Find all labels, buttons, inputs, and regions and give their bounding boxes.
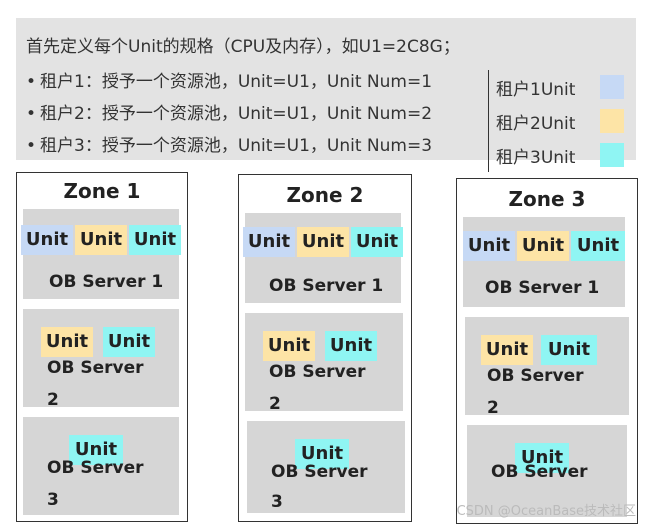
legend-label: 租户3Unit — [496, 147, 576, 168]
server-label-number: 2 — [269, 394, 281, 414]
legend-item-tenant1: 租户1Unit — [494, 70, 634, 104]
server-label: OB Server 1 — [269, 276, 384, 296]
server-label: OB Server — [47, 458, 144, 478]
server-label-number: 3 — [271, 492, 283, 512]
unit-tenant2: Unit — [481, 335, 533, 365]
unit-tenant2: Unit — [517, 231, 569, 261]
bullet-dot: • — [26, 104, 37, 124]
legend-item-tenant3: 租户3Unit — [494, 138, 634, 172]
ob-server-2: Unit Unit OB Server 2 — [23, 309, 179, 410]
tenant-list: •租户1：授予一个资源池，Unit=U1，Unit Num=1 •租户2：授予一… — [26, 66, 432, 162]
unit-tenant3: Unit — [69, 435, 123, 465]
ob-server-1: Unit Unit Unit OB Server 1 — [463, 217, 625, 307]
server-label-number: 2 — [487, 398, 499, 418]
legend-label: 租户2Unit — [496, 113, 576, 134]
zone-title: Zone 1 — [63, 179, 141, 203]
ob-server-3: Unit OB Server — [467, 425, 627, 517]
tenant-bullet-1: •租户1：授予一个资源池，Unit=U1，Unit Num=1 — [26, 66, 432, 98]
tenant-bullet-text: 租户2：授予一个资源池，Unit=U1，Unit Num=2 — [40, 104, 433, 124]
unit-tenant2: Unit — [41, 327, 93, 357]
ob-server-3: Unit OB Server 3 — [23, 417, 179, 515]
unit-tenant3: Unit — [515, 443, 569, 473]
unit-tenant3: Unit — [103, 327, 155, 357]
unit-tenant2: Unit — [263, 331, 315, 361]
server-label: OB Server 1 — [485, 278, 600, 298]
unit-tenant3: Unit — [295, 439, 349, 469]
tenant-bullet-3: •租户3：授予一个资源池，Unit=U1，Unit Num=3 — [26, 130, 432, 162]
server-label: OB Server 1 — [49, 272, 164, 292]
unit-tenant2: Unit — [297, 227, 349, 257]
server-label-number: 3 — [47, 490, 59, 510]
zone-3: Zone 3 Unit Unit Unit OB Server 1 Unit U… — [456, 178, 638, 524]
unit-tenant1: Unit — [21, 225, 73, 255]
zone-title: Zone 2 — [286, 183, 364, 207]
unit-tenant3: Unit — [571, 231, 625, 261]
ob-server-3: Unit OB Server 3 — [247, 421, 405, 513]
tenant-bullet-text: 租户3：授予一个资源池，Unit=U1，Unit Num=3 — [40, 136, 433, 156]
legend-divider — [488, 70, 489, 172]
watermark: CSDN @OceanBase技术社区 — [456, 504, 636, 519]
server-label: OB Server — [269, 362, 366, 382]
spec-panel: 首先定义每个Unit的规格（CPU及内存），如U1=2C8G； •租户1：授予一… — [16, 18, 636, 172]
ob-server-1: Unit Unit Unit OB Server 1 — [243, 213, 403, 303]
unit-tenant3: Unit — [351, 227, 403, 257]
ob-server-2: Unit Unit OB Server 2 — [465, 317, 629, 418]
server-label-number: 2 — [47, 390, 59, 410]
server-label: OB Server — [487, 366, 584, 386]
server-label: OB Server — [47, 358, 144, 378]
legend-label: 租户1Unit — [496, 79, 576, 100]
bullet-dot: • — [26, 72, 37, 92]
unit-tenant3: Unit — [325, 331, 377, 361]
unit-tenant1: Unit — [243, 227, 295, 257]
unit-tenant3: Unit — [541, 335, 597, 365]
legend-swatch-cyan — [600, 143, 624, 167]
zone-2: Zone 2 Unit Unit Unit OB Server 1 Unit U… — [238, 174, 412, 522]
legend-swatch-yellow — [600, 109, 624, 133]
legend: 租户1Unit 租户2Unit 租户3Unit — [494, 70, 634, 172]
server-label: OB Server — [491, 462, 588, 482]
bullet-dot: • — [26, 136, 37, 156]
legend-swatch-blue — [600, 75, 624, 99]
ob-server-2: Unit Unit OB Server 2 — [245, 313, 403, 414]
server-label: OB Server — [271, 462, 368, 482]
unit-tenant1: Unit — [463, 231, 515, 261]
tenant-bullet-2: •租户2：授予一个资源池，Unit=U1，Unit Num=2 — [26, 98, 432, 130]
tenant-bullet-text: 租户1：授予一个资源池，Unit=U1，Unit Num=1 — [40, 72, 433, 92]
zone-1: Zone 1 Unit Unit Unit OB Server 1 Unit U… — [16, 172, 188, 522]
unit-tenant3: Unit — [129, 225, 181, 255]
ob-server-1: Unit Unit Unit OB Server 1 — [21, 209, 181, 299]
unit-tenant2: Unit — [75, 225, 127, 255]
legend-item-tenant2: 租户2Unit — [494, 104, 634, 138]
zone-title: Zone 3 — [508, 187, 586, 211]
spec-headline: 首先定义每个Unit的规格（CPU及内存），如U1=2C8G； — [26, 37, 460, 57]
